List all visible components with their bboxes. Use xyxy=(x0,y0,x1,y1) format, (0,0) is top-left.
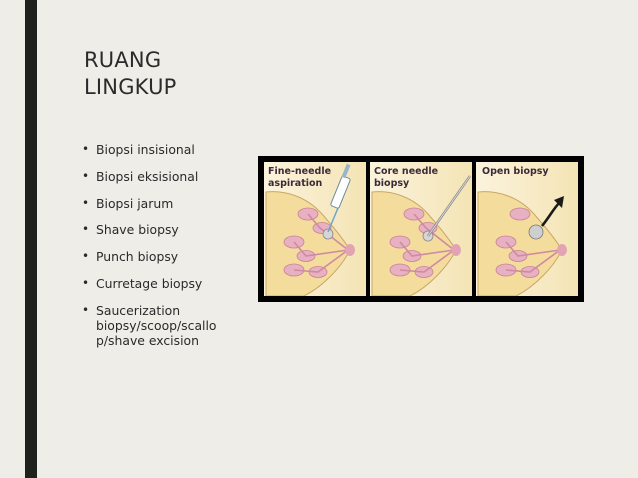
nipple xyxy=(451,244,461,256)
title-line-2: LINGKUP xyxy=(84,75,177,99)
bullet-glyph: • xyxy=(82,249,90,264)
bullet-text: Biopsi jarum xyxy=(96,195,174,211)
ducts xyxy=(399,213,455,273)
nipple xyxy=(345,244,355,256)
bullet-text: Saucerization biopsy/scoop/scallo p/shav… xyxy=(96,302,217,348)
bullet-text: Biopsi eksisional xyxy=(96,168,199,184)
list-item: • Biopsi insisional xyxy=(82,142,252,157)
list-item: • Shave biopsy xyxy=(82,222,252,237)
bullet-glyph: • xyxy=(82,195,90,210)
panel-open-biopsy: Open biopsy xyxy=(476,162,578,296)
bullet-text: Curretage biopsy xyxy=(96,275,203,291)
ducts xyxy=(505,241,561,273)
excision-arrow-icon xyxy=(540,196,564,227)
excised-tissue xyxy=(528,224,544,240)
panel-label-line-2: biopsy xyxy=(374,178,410,189)
bullet-text: Biopsi insisional xyxy=(96,142,195,157)
list-item: • Saucerization biopsy/scoop/scallo p/sha… xyxy=(82,303,252,348)
list-item: • Biopsi jarum xyxy=(82,196,252,211)
nipple xyxy=(557,244,567,256)
list-item: • Punch biopsy xyxy=(82,249,252,264)
syringe-icon xyxy=(327,163,351,233)
title-line-1: RUANG xyxy=(84,48,162,72)
bullet-glyph: • xyxy=(82,275,90,290)
panel-label-line-1: Fine-needle xyxy=(268,166,331,177)
list-item: • Curretage biopsy xyxy=(82,276,252,291)
bullet-glyph: • xyxy=(82,142,90,156)
panel-label-line-2: aspiration xyxy=(268,178,323,189)
panel-fine-needle: Fine-needle aspiration xyxy=(264,162,366,296)
ducts xyxy=(293,213,349,273)
panel-label-line-1: Core needle xyxy=(374,166,438,177)
lesion xyxy=(322,228,334,240)
core-needle-icon xyxy=(427,175,471,237)
bullet-glyph: • xyxy=(82,302,90,317)
biopsy-illustration: Fine-needle aspiration xyxy=(258,156,584,302)
slide-title: RUANG LINGKUP xyxy=(84,47,304,101)
bullet-text: Shave biopsy xyxy=(96,222,179,238)
bullet-text: Punch biopsy xyxy=(96,249,179,265)
bullet-glyph: • xyxy=(82,168,90,183)
left-accent-bar xyxy=(25,0,37,478)
panel-core-needle: Core needle biopsy xyxy=(370,162,472,296)
bullet-list: • Biopsi insisional • Biopsi eksisional • B… xyxy=(82,142,252,360)
list-item: • Biopsi eksisional xyxy=(82,169,252,184)
biopsy-illustration-svg: Fine-needle aspiration xyxy=(264,162,578,296)
bullet-glyph: • xyxy=(82,222,90,237)
panel-label-line-1: Open biopsy xyxy=(482,166,549,177)
